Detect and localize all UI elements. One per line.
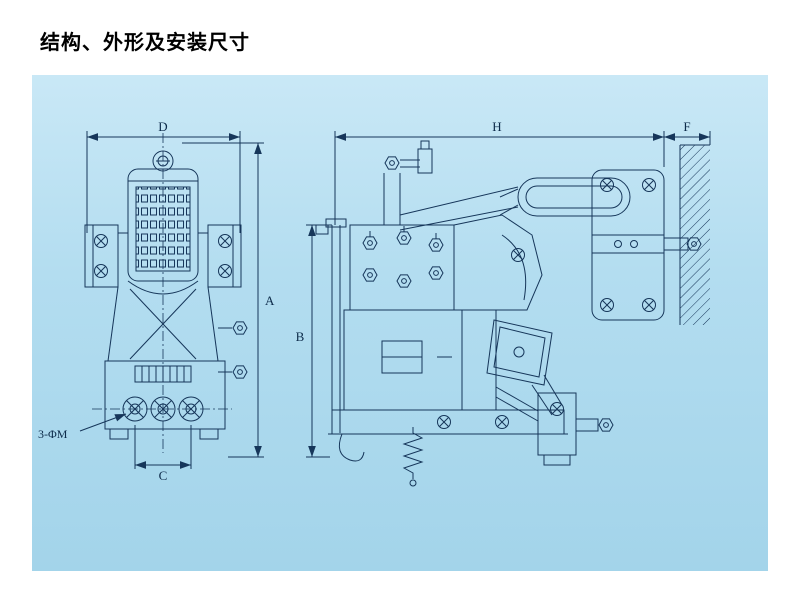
dimension-c: C [134, 425, 192, 483]
main-body [343, 309, 497, 411]
technical-drawing: D A [38, 119, 711, 487]
dimension-a: A [182, 142, 275, 458]
base-rail [328, 409, 568, 435]
dim-label-f: F [683, 119, 690, 134]
dim-label-a: A [265, 293, 275, 308]
dim-label-c: C [159, 468, 168, 483]
arc-chute [127, 168, 199, 282]
mid-body [107, 280, 219, 362]
dim-label-h: H [492, 119, 501, 134]
mounting-plate [591, 169, 702, 321]
dimension-b: B [296, 224, 332, 458]
support-arm [383, 173, 519, 231]
dim-label-d: D [158, 119, 167, 134]
hook [338, 433, 365, 462]
drawing-panel: D A [32, 75, 768, 571]
right-screws [218, 321, 248, 379]
mounting-holes-label: 3-ΦM [38, 427, 68, 441]
armature [453, 214, 563, 416]
front-view: D A [38, 119, 275, 483]
lower-bracket [495, 386, 614, 466]
wall-section [679, 144, 710, 325]
mounting-holes-note: 3-ΦM [38, 413, 127, 441]
leader-arrow [79, 413, 127, 432]
busbar-loop [499, 177, 631, 217]
upper-bolt [384, 140, 433, 174]
dimension-d: D [86, 119, 241, 233]
left-post [315, 218, 347, 433]
spring [402, 427, 424, 487]
terminal-block [349, 224, 455, 311]
side-terminal-brackets [84, 224, 242, 288]
dim-label-b: B [296, 329, 305, 344]
base [104, 360, 226, 440]
top-screw [152, 150, 174, 172]
page-title: 结构、外形及安装尺寸 [40, 30, 250, 54]
dimension-f: F [664, 119, 711, 145]
side-view: H F B [296, 119, 711, 487]
